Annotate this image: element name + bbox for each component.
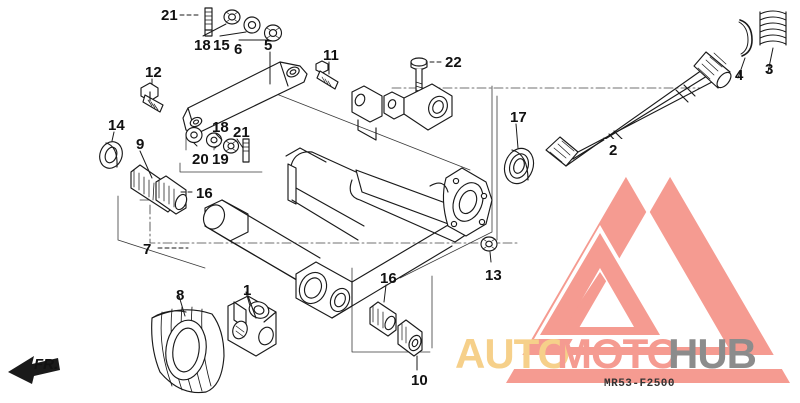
callout-number-6: 6	[234, 41, 243, 58]
callout-number-20: 20	[192, 151, 209, 168]
watermark-word-hub: HUB	[668, 330, 757, 377]
callout-number-9: 9	[136, 136, 145, 153]
callout-number-3: 3	[765, 61, 774, 78]
callout-number-13: 13	[485, 267, 502, 284]
callout-number-7: 7	[143, 241, 152, 258]
callout-number-18: 18	[212, 119, 229, 136]
callout-number-19: 19	[212, 151, 229, 168]
callout-number-2: 2	[609, 142, 618, 159]
callout-number-16: 16	[196, 185, 213, 202]
callout-number-15: 15	[213, 37, 230, 54]
callout-number-21: 21	[233, 124, 250, 141]
callout-number-11: 11	[323, 47, 339, 64]
callout-number-22: 22	[445, 54, 462, 71]
callout-number-1: 1	[243, 282, 252, 299]
watermark-word-auto: AUTO	[455, 330, 570, 377]
watermark-word-moto: MOTO	[557, 330, 679, 377]
front-orientation-label: FR.	[34, 356, 59, 373]
callout-number-8: 8	[176, 287, 185, 304]
callout-number-4: 4	[735, 67, 744, 84]
callout-number-12: 12	[145, 64, 162, 81]
callout-number-16: 16	[380, 270, 397, 287]
callout-number-14: 14	[108, 117, 125, 134]
callout-number-18: 18	[194, 37, 211, 54]
callout-number-5: 5	[264, 37, 273, 54]
callout-number-10: 10	[411, 372, 428, 389]
callout-number-17: 17	[510, 109, 527, 126]
diagram-code: MR53-F2500	[604, 378, 676, 390]
callout-number-21: 21	[161, 7, 178, 24]
